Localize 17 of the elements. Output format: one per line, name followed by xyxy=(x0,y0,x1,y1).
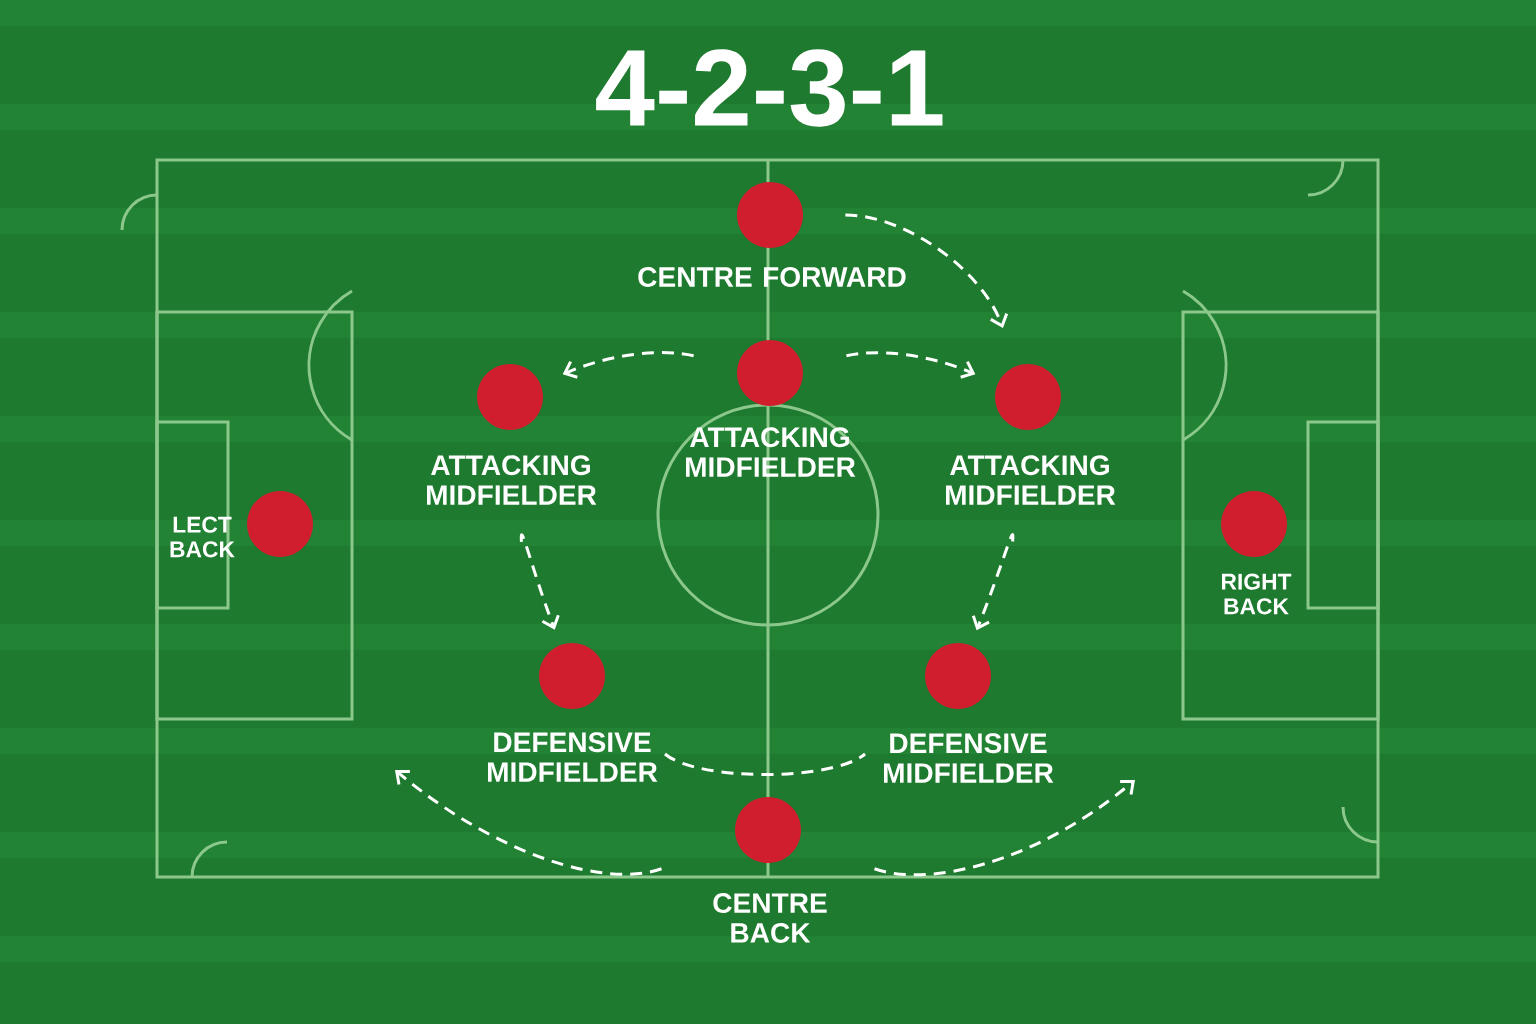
player-label: DEFENSIVE MIDFIELDER xyxy=(488,732,658,782)
player-label: CENTRE BACK xyxy=(713,893,827,943)
arrow xyxy=(519,534,560,630)
player-label: ATTACKING MIDFIELDER xyxy=(427,455,597,505)
player-label: ATTACKING MIDFIELDER xyxy=(946,455,1116,505)
player-label: RIGHT BACK xyxy=(1222,573,1292,615)
title: 4-2-3-1 xyxy=(596,49,943,127)
player-label: CENTRE FORWARD xyxy=(638,267,906,287)
arrow xyxy=(562,351,694,379)
arrow xyxy=(971,534,1015,631)
arrow xyxy=(874,779,1135,877)
arrow xyxy=(846,351,976,379)
arrow xyxy=(395,769,662,876)
player-label: DEFENSIVE MIDFIELDER xyxy=(884,733,1054,783)
player-label: ATTACKING MIDFIELDER xyxy=(686,427,856,477)
player-label: LECT BACK xyxy=(170,516,235,558)
arrow xyxy=(845,213,1009,329)
